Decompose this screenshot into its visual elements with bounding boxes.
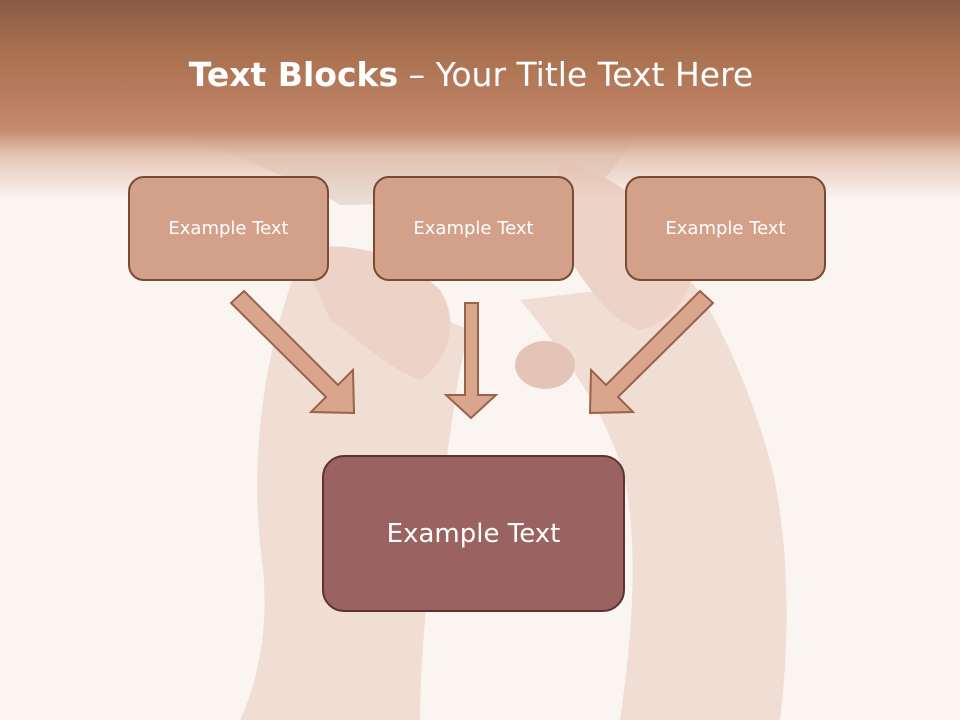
text-block-3: Example Text — [625, 176, 826, 281]
text-block-1-label: Example Text — [168, 218, 289, 239]
title-separator: – — [398, 55, 436, 94]
title-bold: Text Blocks — [188, 55, 399, 94]
text-block-2-label: Example Text — [413, 218, 534, 239]
slide-title: Text Blocks – Your Title Text Here — [0, 52, 942, 98]
main-text-block-label: Example Text — [386, 518, 561, 549]
text-block-1: Example Text — [128, 176, 329, 281]
header-band — [0, 0, 960, 200]
main-text-block: Example Text — [322, 455, 625, 612]
text-block-2: Example Text — [373, 176, 574, 281]
title-rest: Your Title Text Here — [435, 55, 754, 94]
text-block-3-label: Example Text — [665, 218, 786, 239]
